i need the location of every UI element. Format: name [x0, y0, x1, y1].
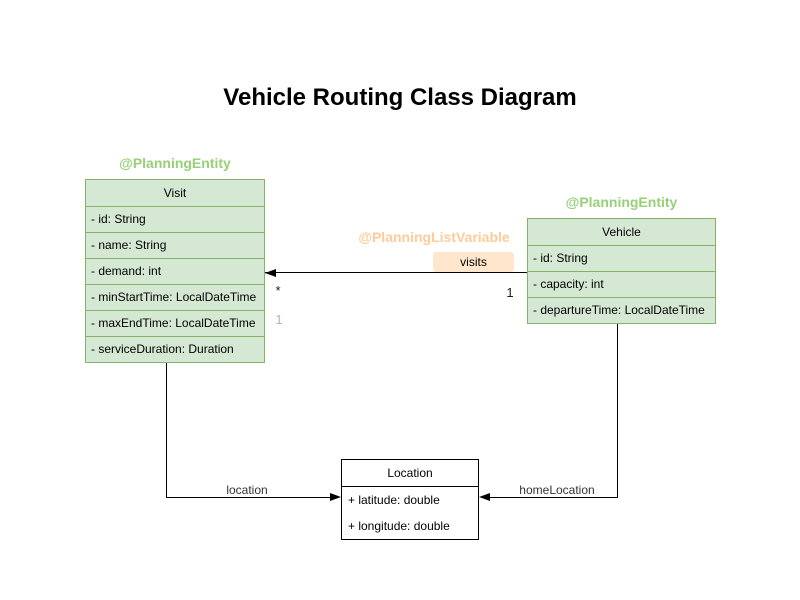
- visits-planning-list-variable-annotation: @PlanningListVariable: [358, 229, 510, 245]
- visit-attribute: - maxEndTime: LocalDateTime: [86, 310, 264, 336]
- visit-planning-entity-annotation: @PlanningEntity: [119, 155, 231, 171]
- visits-edge-arrowhead-icon: [265, 269, 276, 277]
- location-attribute: + longitude: double: [348, 519, 450, 533]
- visit-attribute: - name: String: [86, 232, 264, 258]
- location-edge-vertical-line: [166, 361, 167, 498]
- vehicle-attribute: - capacity: int: [528, 271, 715, 297]
- vehicle-class-box: Vehicle - id: String - capacity: int - d…: [527, 218, 716, 324]
- location-edge-arrowhead-icon: [330, 493, 341, 501]
- visit-attribute: - id: String: [86, 206, 264, 232]
- diagram-title: Vehicle Routing Class Diagram: [223, 84, 577, 111]
- location-edge-label: location: [197, 484, 297, 497]
- vehicle-attribute: - departureTime: LocalDateTime: [528, 297, 715, 323]
- location-attribute: + latitude: double: [348, 493, 440, 507]
- visit-attribute: - serviceDuration: Duration: [86, 336, 264, 362]
- homelocation-edge-label: homeLocation: [505, 484, 609, 497]
- vehicle-attribute: - id: String: [528, 245, 715, 271]
- homelocation-edge-horizontal-line: [490, 497, 617, 498]
- location-edge-horizontal-line: [166, 497, 330, 498]
- vehicle-planning-entity-annotation: @PlanningEntity: [565, 194, 678, 210]
- location-attributes-compartment: + latitude: double + longitude: double: [342, 486, 478, 539]
- visits-source-multiplicity: 1: [506, 285, 514, 300]
- homelocation-edge-arrowhead-icon: [479, 493, 490, 501]
- location-class-box: Location + latitude: double + longitude:…: [341, 459, 479, 540]
- visits-edge-line: [265, 272, 527, 273]
- visit-attribute: - demand: int: [86, 258, 264, 284]
- visits-target-multiplicity: *: [275, 283, 281, 298]
- visit-class-name: Visit: [163, 186, 187, 200]
- vehicle-class-name: Vehicle: [602, 225, 641, 239]
- visits-edge-label: visits: [433, 252, 514, 272]
- visit-class-box: Visit - id: String - name: String - dema…: [85, 179, 265, 363]
- location-class-name: Location: [387, 466, 433, 480]
- homelocation-edge-vertical-line: [617, 322, 618, 498]
- visit-attribute: - minStartTime: LocalDateTime: [86, 284, 264, 310]
- visits-index-label: 1: [275, 312, 283, 327]
